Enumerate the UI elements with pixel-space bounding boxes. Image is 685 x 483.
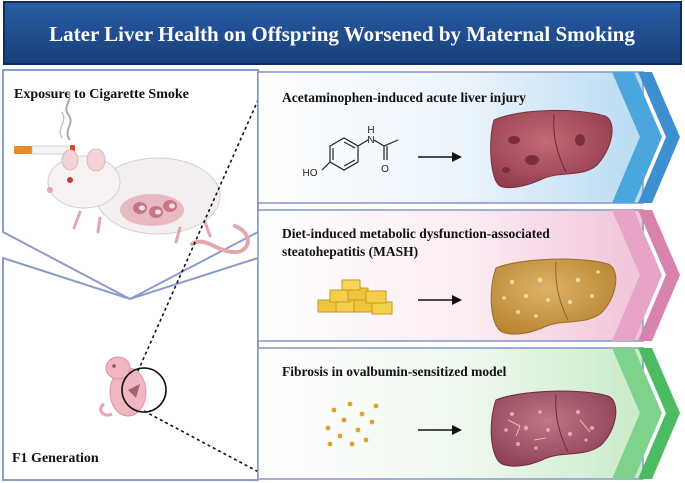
zoom-lines xyxy=(137,72,271,479)
fibrotic-liver-icon xyxy=(490,390,617,467)
chevron-icon xyxy=(612,210,662,341)
chevron-icon xyxy=(638,210,680,341)
page-title: Later Liver Health on Offspring Worsened… xyxy=(49,22,635,46)
panel-title-line2: steatohepatitis (MASH) xyxy=(282,244,418,259)
chem-h: H xyxy=(367,125,374,136)
panel-fibrosis: Fibrosis in ovalbumin-sensitized model xyxy=(257,347,680,480)
chevron-icon xyxy=(638,348,680,479)
panel-title: Fibrosis in ovalbumin-sensitized model xyxy=(282,364,507,379)
butter-cubes-icon xyxy=(317,279,393,315)
cigarette-icon xyxy=(14,91,75,155)
pregnant-mouse-icon xyxy=(47,148,250,255)
title-bar: Later Liver Health on Offspring Worsened… xyxy=(3,1,682,65)
injured-liver-icon xyxy=(490,109,613,189)
chevron-icon xyxy=(638,72,680,203)
liver-highlight-circle xyxy=(121,367,167,413)
panel-title: Acetaminophen-induced acute liver injury xyxy=(282,90,526,105)
chevron-icon xyxy=(612,348,662,479)
panel-mash: Diet-induced metabolic dysfunction-assoc… xyxy=(257,209,680,342)
arrow-icon xyxy=(418,152,462,162)
fatty-liver-icon xyxy=(490,258,617,335)
f1-generation-label: F1 Generation xyxy=(12,451,99,466)
ovalbumin-particles-icon xyxy=(325,401,379,447)
exposure-label: Exposure to Cigarette Smoke xyxy=(14,87,189,102)
left-panel: Exposure to Cigarette Smoke F1 Generatio… xyxy=(2,69,259,481)
chem-ho: HO xyxy=(303,168,318,179)
chem-o: O xyxy=(381,164,389,175)
acetaminophen-structure xyxy=(321,137,399,171)
panel-title-line1: Diet-induced metabolic dysfunction-assoc… xyxy=(282,226,550,241)
chevron-icon xyxy=(612,72,662,203)
chem-n: N xyxy=(367,135,374,146)
panel-acetaminophen: Acetaminophen-induced acute liver injury… xyxy=(257,71,680,204)
arrow-icon xyxy=(418,425,462,435)
offspring-pup-icon xyxy=(99,356,167,417)
arrow-icon xyxy=(418,295,462,305)
outcome-panels: Acetaminophen-induced acute liver injury… xyxy=(257,71,680,480)
